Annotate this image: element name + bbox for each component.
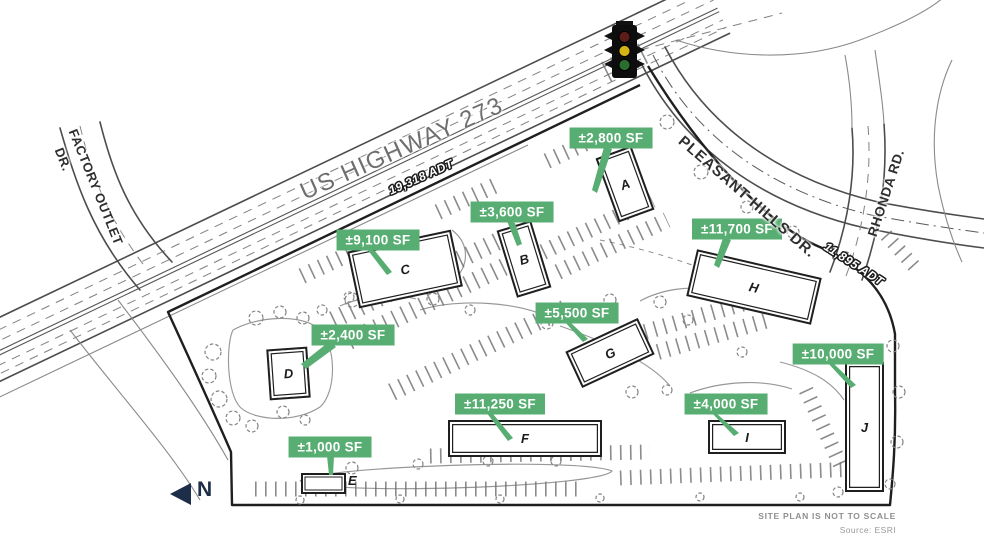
rhonda-rd-label: RHONDA RD.: [864, 147, 908, 239]
building-e-label: E: [348, 473, 357, 488]
building-i: I: [708, 420, 786, 454]
building-a-label: A: [618, 175, 632, 193]
badge-i-sf: ±4,000 SF: [684, 393, 768, 415]
building-j: J: [845, 362, 884, 492]
building-i-label: I: [745, 429, 749, 445]
footer-notes: SITE PLAN IS NOT TO SCALE Source: ESRI: [758, 511, 896, 535]
building-h: H: [686, 249, 822, 325]
factory-outlet-dr-label: FACTORY OUTLET DR.: [44, 126, 128, 256]
building-j-label: J: [860, 419, 869, 435]
building-h-label: H: [747, 278, 761, 296]
building-g-label: G: [602, 344, 618, 362]
building-d-label: D: [283, 365, 294, 382]
badge-d-sf: ±2,400 SF: [311, 324, 395, 346]
badge-j-sf: ±10,000 SF: [792, 343, 884, 365]
building-b-label: B: [517, 250, 531, 268]
building-a: A: [595, 145, 655, 223]
badge-c-sf: ±9,100 SF: [336, 229, 420, 251]
building-f-label: F: [521, 431, 529, 446]
badge-e-sf: ±1,000 SF: [288, 436, 372, 458]
building-f: F: [448, 420, 602, 457]
scale-note: SITE PLAN IS NOT TO SCALE: [758, 511, 896, 521]
building-e: [301, 473, 346, 494]
north-arrow-icon: [170, 483, 191, 505]
building-c-label: C: [398, 260, 412, 278]
pleasant-hills-dr-label: PLEASANT HILLS DR.: [674, 132, 820, 262]
rhonda-adt-label: 11,895 ADT: [821, 239, 887, 289]
badge-b-sf: ±3,600 SF: [470, 201, 554, 223]
source-note: Source: ESRI: [839, 525, 896, 535]
badge-a-sf: ±2,800 SF: [569, 127, 653, 149]
building-b: B: [496, 220, 552, 298]
badge-g-sf: ±5,500 SF: [535, 302, 619, 324]
traffic-light-icon: [604, 21, 645, 78]
building-g: G: [565, 317, 655, 389]
north-label: N: [197, 478, 213, 501]
building-d: D: [266, 346, 311, 401]
badge-f-sf: ±11,250 SF: [455, 393, 545, 415]
